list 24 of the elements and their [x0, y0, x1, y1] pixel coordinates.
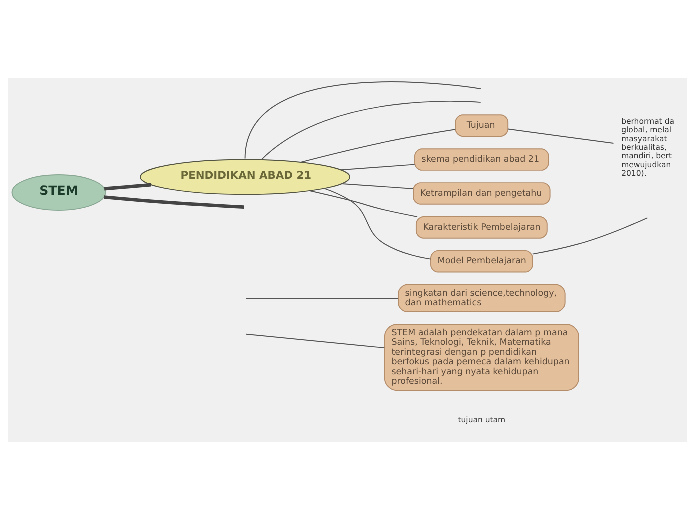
- connector: [310, 190, 418, 218]
- connector: [104, 183, 152, 191]
- connector: [261, 100, 482, 160]
- connector: [246, 334, 386, 349]
- node-ellipse: STEM: [12, 174, 106, 211]
- node-box: Karakteristik Pembelajaran: [416, 216, 548, 239]
- connector: [340, 164, 416, 171]
- connector: [300, 129, 456, 163]
- node-box: singkatan dari science,technology, dan mathematics: [398, 284, 566, 313]
- connector: [246, 298, 399, 299]
- node-ellipse: PENDIDIKAN ABAD 21: [140, 159, 350, 196]
- node-box: Ketrampilan dan pengetahu: [413, 182, 551, 205]
- node-text: berhormat da global, melal masyarakat berkualitas, mandiri, bert mewujudkan 2010).: [622, 116, 674, 178]
- connector: [324, 188, 432, 260]
- connector: [508, 128, 614, 144]
- connector: [342, 183, 414, 190]
- connector: [244, 82, 482, 160]
- node-box: Model Pembelajaran: [430, 250, 534, 273]
- node-box: Tujuan: [455, 114, 509, 137]
- node-box: skema pendidikan abad 21: [414, 148, 550, 171]
- connector: [104, 196, 244, 209]
- connector: [532, 218, 648, 255]
- label: tujuan utam: [458, 416, 506, 425]
- node-box: STEM adalah pendekatan dalam p mana Sains, Teknologi, Teknik, Matematika terintegrasi dengan p pendidikan berfokus pada pemeca dalam kehidupan sehari-hari yang nyata kehidupan profesional.: [384, 324, 580, 392]
